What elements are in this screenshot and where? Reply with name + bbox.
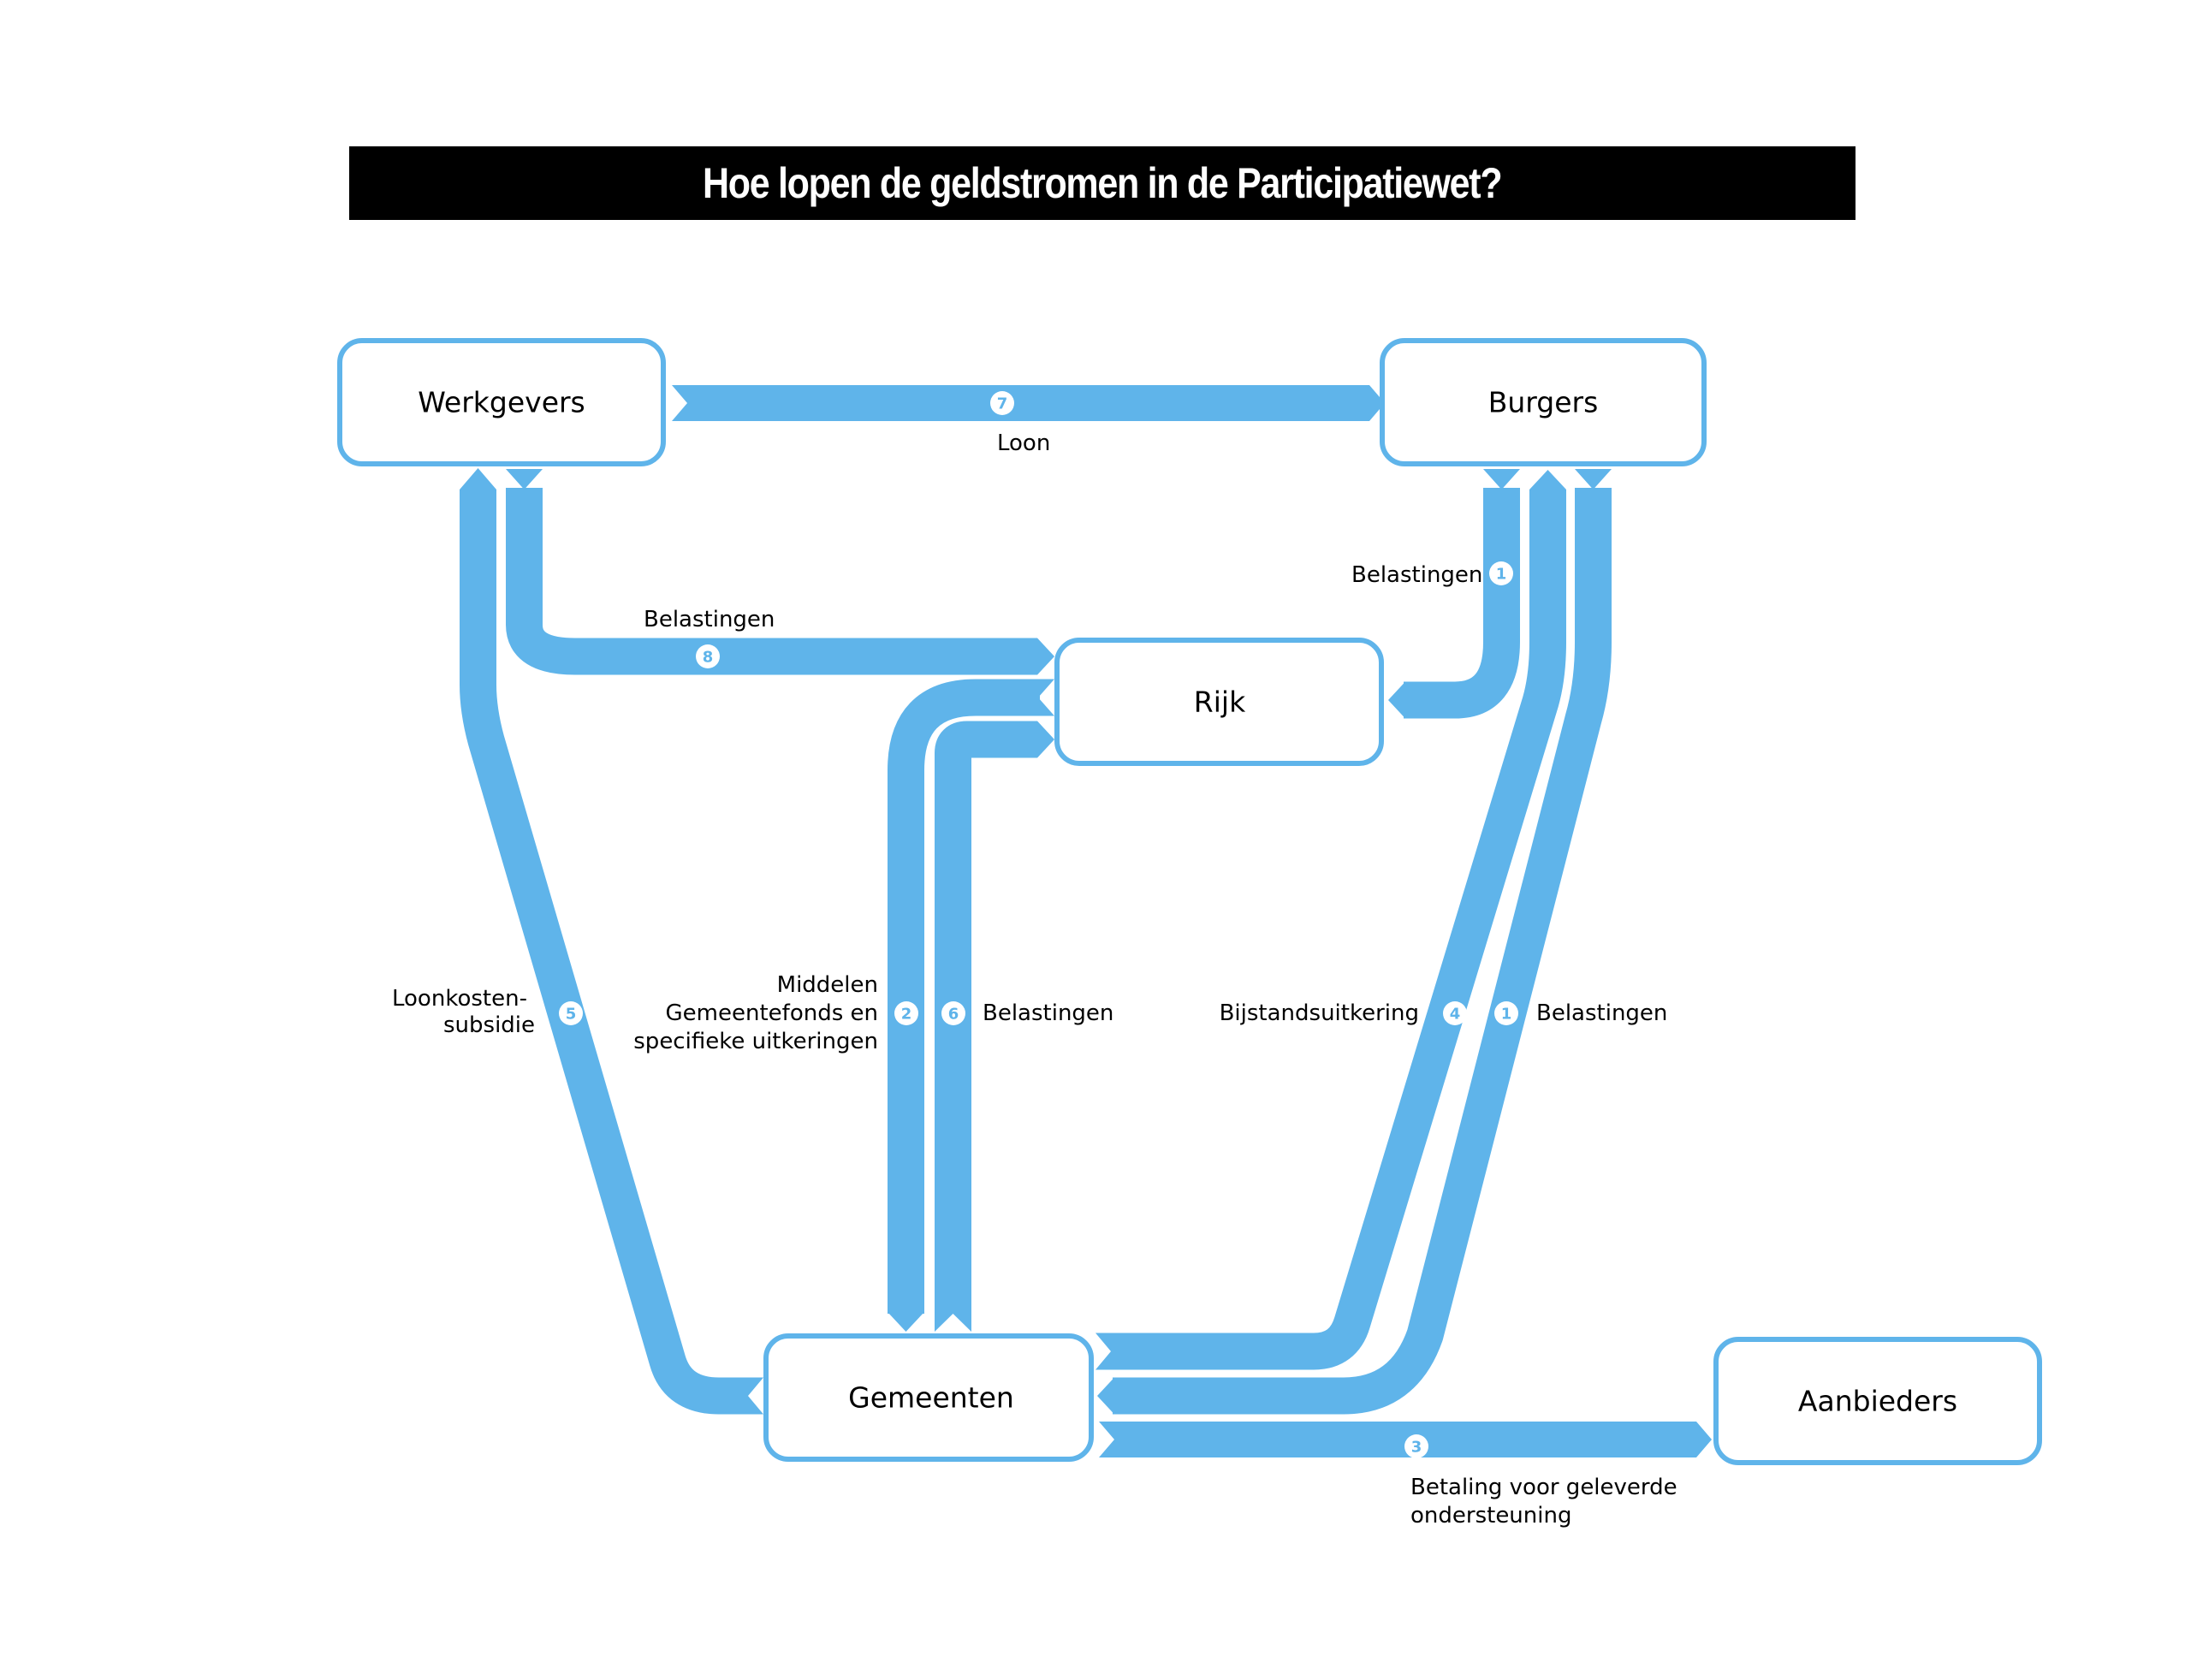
flow-2-middelen: 2 Middelen Gemeentefonds en specifieke u… (633, 679, 1054, 1332)
flow-4-badge (1443, 1001, 1467, 1025)
flow-8-label: Belastingen (644, 607, 775, 632)
flow-2-label-line3: specifieke uitkeringen (633, 1029, 878, 1054)
title-bar: Hoe lopen de geldstromen in de Participa… (349, 146, 1856, 220)
flow-8-notch (506, 469, 543, 490)
flow-6-band (935, 721, 1037, 1314)
flow-1b-band (1113, 488, 1612, 1415)
flow-6-arrowhead (1036, 721, 1054, 758)
flow-8-band (506, 488, 1037, 675)
flow-4-notch (1096, 1333, 1113, 1370)
flow-7-number: 7 (997, 395, 1008, 413)
node-aanbieders-label: Aanbieders (1798, 1385, 1957, 1418)
flow-7-badge (990, 391, 1014, 415)
node-rijk: Rijk (1054, 638, 1384, 766)
flow-6-label: Belastingen (983, 1000, 1113, 1026)
flow-1a-band (1404, 488, 1520, 719)
flow-4-number: 4 (1450, 1006, 1461, 1024)
flow-2-label-line1: Middelen (777, 972, 878, 998)
flow-7-label: Loon (997, 430, 1050, 456)
flow-1b-number: 1 (1501, 1006, 1512, 1024)
flow-5-number: 5 (566, 1006, 577, 1024)
flow-1-burgers-gemeenten: 1 Belastingen (1097, 469, 1667, 1415)
flow-1a-label: Belastingen (1351, 562, 1482, 588)
node-burgers-label: Burgers (1488, 386, 1599, 419)
flow-3-number: 3 (1411, 1439, 1422, 1457)
flow-5-label-line2: subsidie (443, 1012, 535, 1038)
flow-6-notch (935, 1294, 971, 1332)
node-rijk-label: Rijk (1194, 686, 1246, 719)
page-title: Hoe lopen de geldstromen in de Participa… (703, 159, 1503, 207)
flow-4-label: Bijstandsuitkering (1220, 1000, 1419, 1026)
flow-5-notch (745, 1377, 763, 1415)
flow-1a-arrowhead (1388, 681, 1405, 719)
flow-3-label-line2: ondersteuning (1410, 1503, 1571, 1529)
flow-4-bijstandsuitkering: 4 Bijstandsuitkering (1096, 470, 1566, 1370)
flow-7-loon: 7 Loon (672, 385, 1385, 456)
flow-1b-arrowhead (1097, 1377, 1114, 1415)
flow-8-badge (696, 644, 720, 668)
node-burgers: Burgers (1380, 338, 1707, 466)
flow-1a-number: 1 (1496, 566, 1507, 584)
flow-8-belastingen: 8 Belastingen (506, 469, 1054, 675)
node-gemeenten-label: Gemeenten (848, 1381, 1014, 1415)
flow-4-arrowhead (1529, 470, 1566, 490)
flow-1b-badge (1494, 1001, 1518, 1025)
node-aanbieders: Aanbieders (1713, 1337, 2042, 1465)
flow-3-betaling: 3 Betaling voor geleverde ondersteuning (1099, 1422, 1712, 1529)
flow-2-band (888, 679, 1040, 1314)
flow-2-badge (894, 1001, 918, 1025)
flow-2-notch (1038, 679, 1054, 716)
flow-2-label-line2: Gemeentefonds en (666, 1000, 878, 1026)
node-gemeenten: Gemeenten (763, 1333, 1094, 1462)
flow-2-arrowhead (888, 1312, 924, 1332)
flow-1-burgers-rijk: 1 Belastingen (1351, 469, 1520, 719)
flow-6-belastingen: 6 Belastingen (935, 721, 1113, 1332)
node-werkgevers: Werkgevers (337, 338, 666, 466)
flow-8-arrowhead (1036, 638, 1054, 675)
flow-1a-notch (1483, 469, 1520, 490)
flow-1b-label: Belastingen (1536, 1000, 1667, 1026)
flow-5-label-line1: Loonkosten- (392, 986, 527, 1012)
flow-5-arrowhead (460, 468, 496, 490)
flow-4-band (1111, 490, 1566, 1370)
flow-5-band (460, 490, 746, 1415)
flow-5-loonkostensubsidie: 5 Loonkosten- subsidie (392, 468, 763, 1415)
flow-1b-notch (1575, 469, 1612, 490)
flow-5-badge (559, 1001, 583, 1025)
node-werkgevers-label: Werkgevers (418, 386, 585, 419)
flow-6-number: 6 (948, 1006, 959, 1024)
flow-1a-badge (1489, 561, 1513, 585)
flow-3-label-line1: Betaling voor geleverde (1410, 1475, 1677, 1500)
flow-7-band (672, 385, 1385, 421)
flow-3-badge (1404, 1434, 1428, 1458)
flow-2-number: 2 (901, 1006, 912, 1024)
flow-6-badge (941, 1001, 965, 1025)
flow-3-band (1099, 1422, 1712, 1457)
flow-8-number: 8 (703, 649, 714, 667)
